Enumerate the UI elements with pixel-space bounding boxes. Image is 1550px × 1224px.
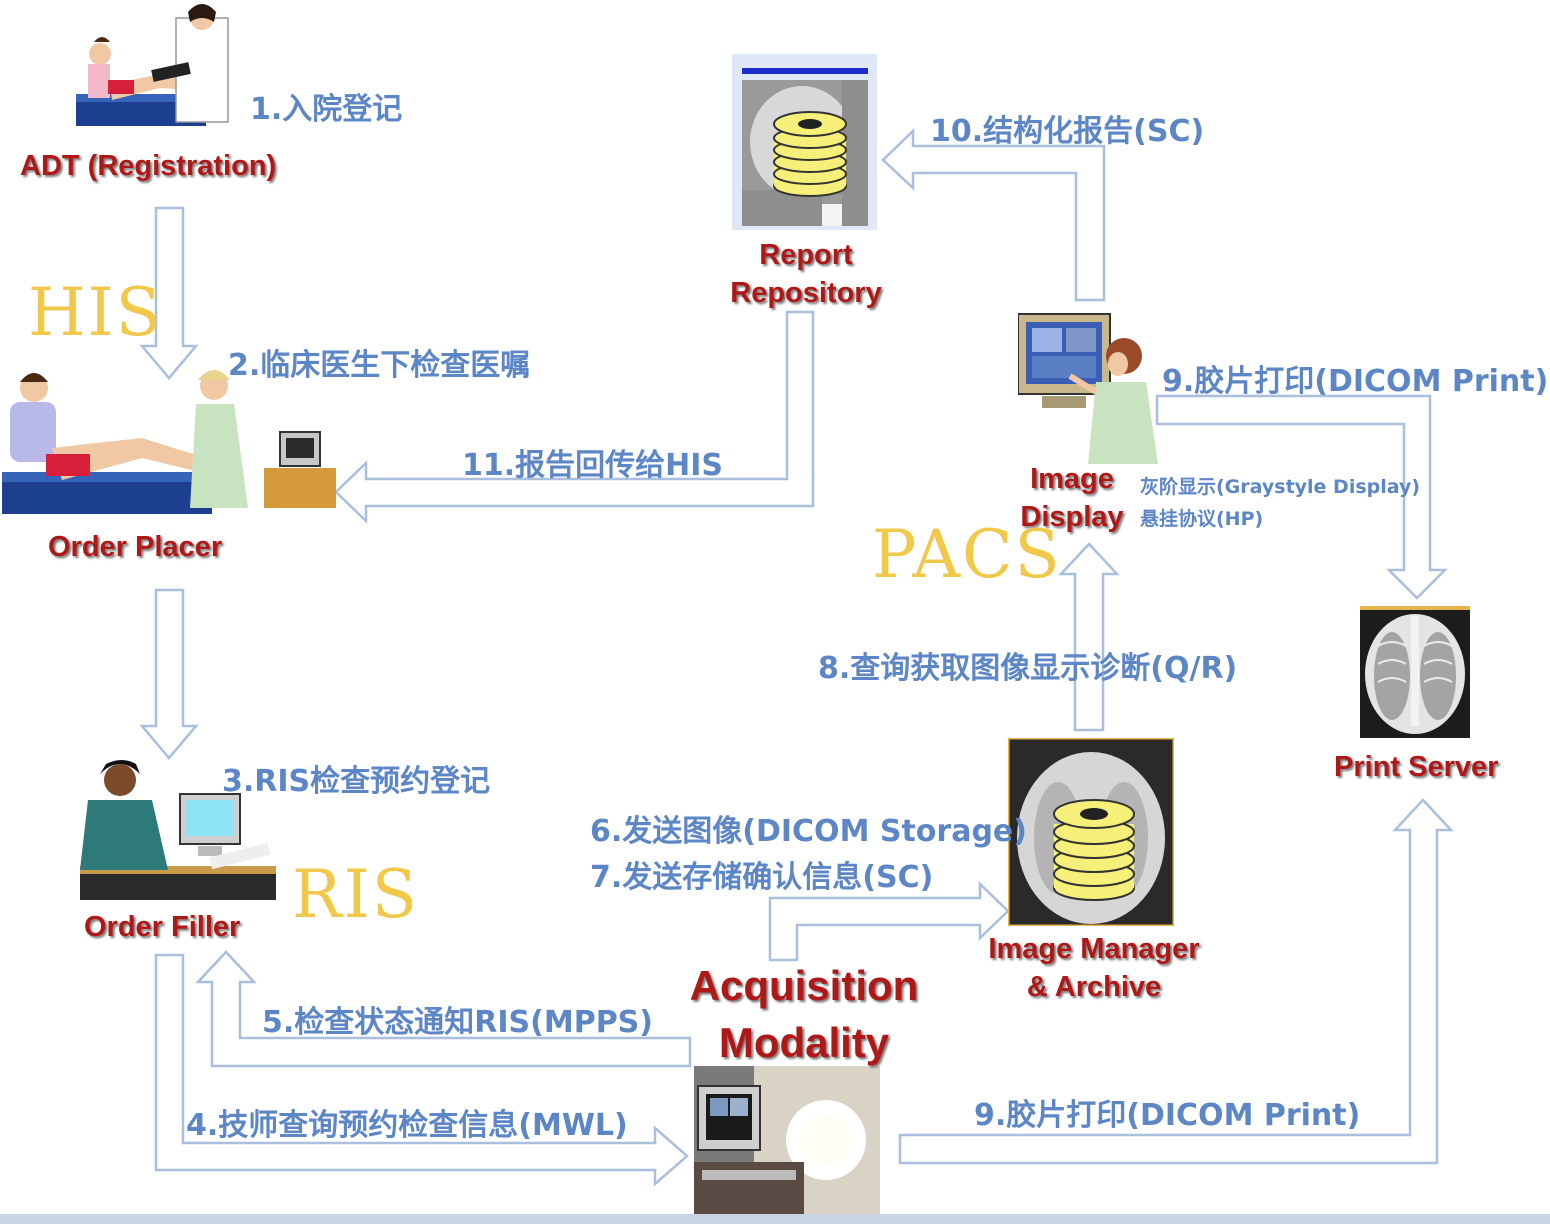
arrow-order-placer-to-order-filler xyxy=(139,588,199,760)
step-9-print-bottom-label: 9.胶片打印(DICOM Print) xyxy=(974,1098,1361,1133)
step-4-label: 4.技师查询预约检查信息(MWL) xyxy=(186,1108,628,1143)
step-11-label: 11.报告回传给HIS xyxy=(462,448,724,483)
step-1-label: 1.入院登记 xyxy=(250,92,403,127)
step-10-label: 10.结构化报告(SC) xyxy=(930,114,1205,149)
arrow-order-filler-to-modality xyxy=(154,953,689,1187)
hanging-protocol-note: 悬挂协议(HP) xyxy=(1140,508,1264,530)
image-display-line-2: Display xyxy=(1020,501,1124,534)
image-display-label: Image Display xyxy=(1008,460,1136,537)
receptionist-computer-icon xyxy=(80,760,278,900)
acquisition-modality-label: Acquisition Modality xyxy=(676,958,932,1071)
pacs-system-label: PACS xyxy=(872,516,1062,593)
print-server-label: Print Server xyxy=(1334,751,1499,783)
database-disk-icon xyxy=(732,54,877,230)
arrow-modality-to-print-server xyxy=(898,798,1454,1165)
database-disk-icon xyxy=(1008,738,1174,926)
acquisition-line-1: Acquisition xyxy=(689,962,919,1009)
ris-system-label: RIS xyxy=(292,856,419,933)
xray-film-icon xyxy=(1360,606,1470,738)
arrow-archive-to-display xyxy=(1058,542,1120,732)
arrow-display-to-report xyxy=(881,128,1106,302)
bottom-border xyxy=(0,1214,1550,1224)
report-repository-label: Report Repository xyxy=(716,236,896,313)
image-manager-line-2: & Archive xyxy=(1026,971,1162,1004)
arrow-modality-to-archive xyxy=(768,881,1010,962)
arrow-report-to-order-placer xyxy=(334,310,815,524)
step-5-label: 5.检查状态通知RIS(MPPS) xyxy=(262,1005,653,1040)
adt-label: ADT (Registration) xyxy=(20,150,277,182)
radiologist-workstation-icon xyxy=(1018,312,1158,464)
arrow-modality-to-order-filler xyxy=(195,950,692,1068)
step-6-label: 6.发送图像(DICOM Storage) xyxy=(590,814,1027,849)
step-9-print-top-label: 9.胶片打印(DICOM Print) xyxy=(1162,364,1549,399)
his-system-label: HIS xyxy=(28,274,163,351)
report-repository-line-2: Repository xyxy=(730,277,882,310)
order-placer-label: Order Placer xyxy=(48,531,223,563)
grayscale-display-note: 灰阶显示(Graystyle Display) xyxy=(1140,476,1421,498)
step-2-label: 2.临床医生下检查医嘱 xyxy=(228,348,531,383)
doctor-patient-icon xyxy=(2,368,338,518)
image-manager-label: Image Manager & Archive xyxy=(976,930,1212,1007)
step-3-label: 3.RIS检查预约登记 xyxy=(222,764,491,799)
report-repository-line-1: Report xyxy=(759,239,853,271)
image-manager-line-1: Image Manager xyxy=(988,933,1200,965)
order-filler-label: Order Filler xyxy=(84,911,241,943)
arrow-adt-to-order-placer xyxy=(139,206,199,380)
image-display-line-1: Image xyxy=(1030,463,1114,495)
ct-scanner-icon xyxy=(694,1066,880,1216)
arrow-display-to-print-server xyxy=(1155,394,1449,600)
step-7-label: 7.发送存储确认信息(SC) xyxy=(590,860,934,895)
registration-nurse-icon xyxy=(72,4,242,132)
acquisition-line-2: Modality xyxy=(718,1018,890,1066)
step-8-label: 8.查询获取图像显示诊断(Q/R) xyxy=(818,651,1238,686)
